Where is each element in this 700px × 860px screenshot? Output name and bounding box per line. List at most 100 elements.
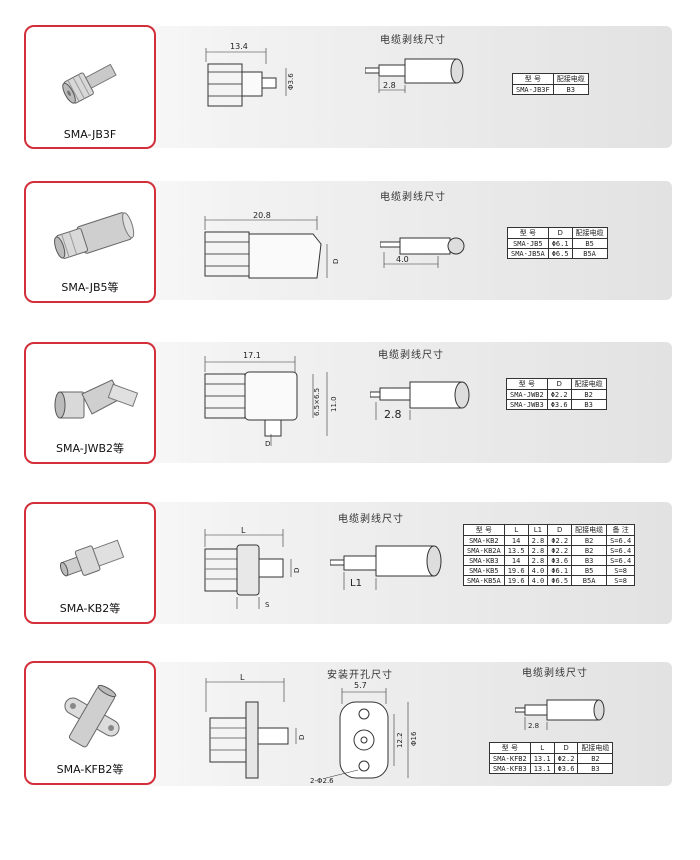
dim-length: 17.1	[243, 351, 261, 360]
col-cable: 配接电缆	[571, 524, 608, 536]
product-model-label: SMA-KFB2等	[56, 763, 124, 776]
hole-caption: 安装开孔尺寸	[327, 670, 393, 681]
cell: SMA-KB2A	[463, 545, 505, 556]
col-model: 型 号	[507, 227, 549, 239]
dim-width: 5.7	[354, 681, 367, 690]
product-card-2[interactable]: SMA-JB5等	[24, 181, 156, 303]
spec-table-4: 型 号 L L1 D 配接电缆 备 注 SMA-KB2 14 2.8 Φ2.2 …	[463, 524, 636, 586]
connector-drawing-5: L D	[205, 673, 306, 779]
connector-photo	[54, 379, 139, 419]
connector-drawing-2: 20.8 D	[204, 211, 340, 279]
col-model: 型 号	[512, 73, 554, 85]
table-row: SMA-JWB2 Φ2.2 B2	[506, 389, 607, 400]
product-card-1[interactable]: SMA-JB3F	[24, 25, 156, 149]
cell: B2	[570, 389, 607, 400]
table-row: SMA-JB3F B3	[512, 84, 589, 95]
cell: SMA-JB5	[507, 238, 549, 249]
dim-l1: L1	[350, 578, 362, 589]
cell: B3	[552, 84, 589, 95]
col-cable: 配接电缆	[571, 227, 608, 239]
col-model: 型 号	[489, 742, 531, 754]
mounting-drawing: 5.7 12.2 Φ16 2-Φ2.6	[310, 681, 418, 785]
cell: 4.0	[527, 575, 549, 586]
connector-photo	[59, 539, 125, 577]
strip-caption: 电缆剥线尺寸	[338, 514, 404, 525]
cell: SMA-JWB3	[506, 399, 548, 410]
dim-strip: 4.0	[396, 255, 409, 264]
col-d: D	[553, 742, 579, 754]
spec-table-2: 型 号 D 配接电缆 SMA-JB5 Φ6.1 B5 SMA-JB5A Φ6.5…	[507, 227, 608, 259]
strip-drawing-3: 2.8	[370, 381, 470, 421]
product-card-4[interactable]: SMA-KB2等	[24, 502, 156, 624]
col-model: 型 号	[463, 524, 505, 536]
cell: Φ3.6	[547, 555, 573, 566]
table-header-row: 型 号 L D 配接电缆	[489, 742, 614, 754]
table-row: SMA-KFB2 13.1 Φ2.2 B2	[489, 753, 614, 764]
cell: SMA-KB5	[463, 565, 505, 576]
cell: B5	[571, 238, 608, 249]
cell: 13.1	[529, 753, 555, 764]
dim-strip: 2.8	[383, 81, 396, 90]
table-row: SMA-JB5A Φ6.5 B5A	[507, 248, 608, 259]
table-row: SMA-KB2A 13.5 2.8 Φ2.2 B2 S=6.4	[463, 545, 636, 556]
product-model-label: SMA-JWB2等	[55, 442, 124, 455]
dim-strip: 2.8	[384, 408, 402, 421]
connector-drawing-3: 17.1 D 6.5×6.5 11.0	[204, 351, 338, 448]
strip-drawing-2: 4.0	[380, 237, 465, 268]
col-d: D	[547, 524, 573, 536]
cell: Φ6.1	[547, 565, 573, 576]
table-row: SMA-KB5 19.6 4.0 Φ6.1 B5 S=8	[463, 565, 636, 576]
cell: B2	[571, 545, 608, 556]
table-header-row: 型 号 D 配接电缆	[507, 227, 608, 239]
cell: S=6.4	[606, 555, 636, 566]
dim-flange: Φ16	[410, 731, 418, 746]
strip-caption: 电缆剥线尺寸	[380, 192, 446, 203]
cell: B3	[570, 399, 607, 410]
cell: 14	[503, 555, 529, 566]
cell: S=8	[606, 575, 636, 586]
cell: B2	[571, 535, 608, 546]
dim-length: 20.8	[253, 211, 271, 220]
cell: SMA-JB3F	[512, 84, 554, 95]
table-row: SMA-KB5A 19.6 4.0 Φ6.5 B5A S=8	[463, 575, 636, 586]
cell: 13.1	[529, 763, 555, 774]
dim-holes: 2-Φ2.6	[310, 777, 334, 785]
product-model-label: SMA-KB2等	[59, 602, 121, 615]
col-cable: 配接电缆	[552, 73, 589, 85]
connector-photo	[54, 212, 135, 259]
cell: 19.6	[503, 575, 529, 586]
cell: Φ2.2	[547, 535, 573, 546]
table-header-row: 型 号 配接电缆	[512, 73, 589, 85]
table-row: SMA-KB3 14 2.8 Φ3.6 B3 S=6.4	[463, 555, 636, 566]
cell: Φ3.6	[553, 763, 579, 774]
product-card-5[interactable]: SMA-KFB2等	[24, 661, 156, 785]
table-header-row: 型 号 D 配接电缆	[506, 378, 607, 390]
strip-drawing-5: 2.8	[515, 699, 605, 730]
cell: S=6.4	[606, 545, 636, 556]
cell: SMA-KB3	[463, 555, 505, 566]
dim-d: D	[293, 568, 301, 573]
cell: Φ2.2	[546, 389, 572, 400]
strip-caption: 电缆剥线尺寸	[378, 350, 444, 361]
cell: 2.8	[527, 545, 549, 556]
connector-photo	[62, 63, 117, 104]
table-row: SMA-JWB3 Φ3.6 B3	[506, 399, 607, 410]
cell: S=6.4	[606, 535, 636, 546]
strip-drawing-4: L1	[330, 545, 442, 590]
table-row: SMA-KB2 14 2.8 Φ2.2 B2 S=6.4	[463, 535, 636, 546]
product-model-label: SMA-JB5等	[61, 281, 119, 294]
table-row: SMA-JB5 Φ6.1 B5	[507, 238, 608, 249]
col-l: L	[503, 524, 529, 536]
col-l: L	[529, 742, 555, 754]
dim-s: S	[265, 601, 270, 609]
product-card-3[interactable]: SMA-JWB2等	[24, 342, 156, 464]
connector-drawing-4: L D S	[204, 526, 301, 609]
col-cable: 配接电缆	[570, 378, 607, 390]
table-row: SMA-KFB3 13.1 Φ3.6 B3	[489, 763, 614, 774]
cell: B3	[577, 763, 614, 774]
cell: SMA-JB5A	[507, 248, 549, 259]
cell: Φ6.1	[547, 238, 573, 249]
cell: SMA-KB5A	[463, 575, 505, 586]
cell: B5	[571, 565, 608, 576]
cell: SMA-JWB2	[506, 389, 548, 400]
